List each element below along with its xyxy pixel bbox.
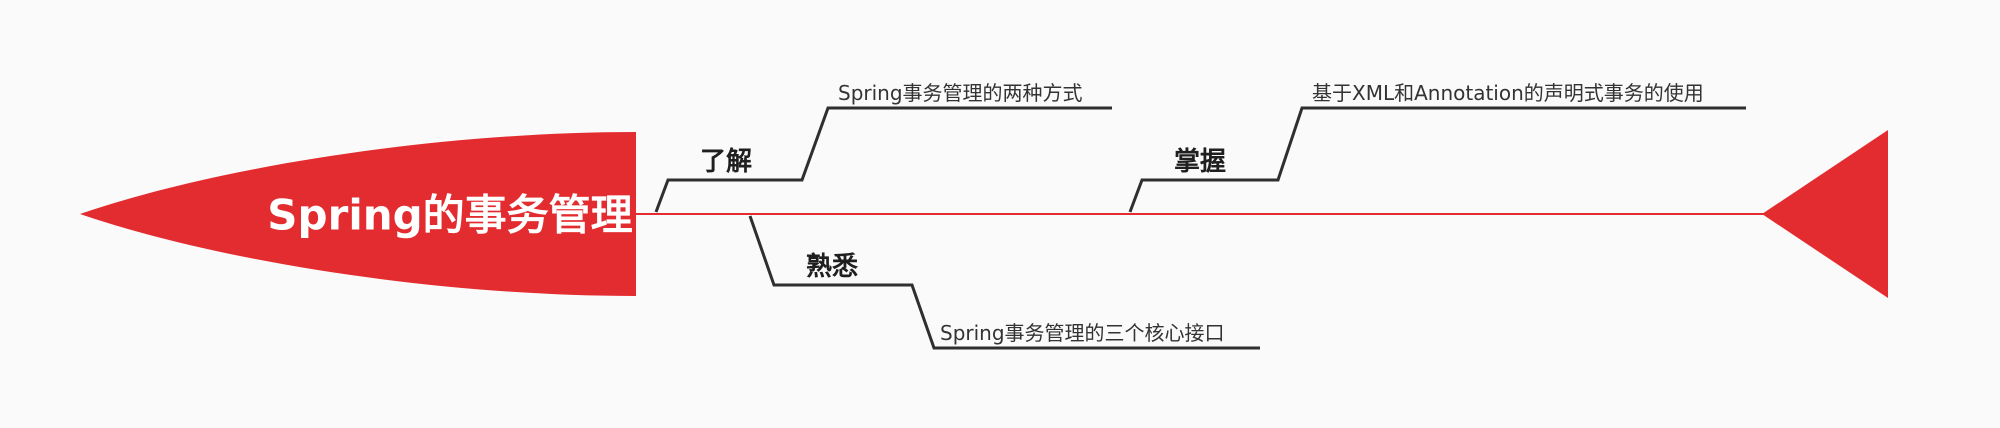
subbranch-line-1 [780, 106, 1112, 182]
branch-line-2 [748, 215, 890, 287]
topic-label-3[interactable]: 掌握 [1174, 147, 1226, 177]
subbranch-line-3 [1256, 106, 1746, 182]
branch-line-3 [1128, 178, 1256, 213]
fish-tail-shape [1762, 130, 1888, 298]
fish-head-shape[interactable] [80, 132, 636, 296]
subtopic-label-1[interactable]: Spring事务管理的两种方式 [838, 81, 1083, 105]
topic-label-2[interactable]: 熟悉 [806, 251, 858, 282]
central-topic-label: Spring的事务管理 [267, 191, 632, 240]
subbranch-line-2 [890, 283, 1260, 350]
subtopic-label-2[interactable]: Spring事务管理的三个核心接口 [940, 321, 1225, 345]
branch-line-1 [654, 178, 780, 213]
topic-label-1[interactable]: 了解 [700, 147, 752, 177]
subtopic-label-3[interactable]: 基于XML和Annotation的声明式事务的使用 [1312, 81, 1704, 105]
